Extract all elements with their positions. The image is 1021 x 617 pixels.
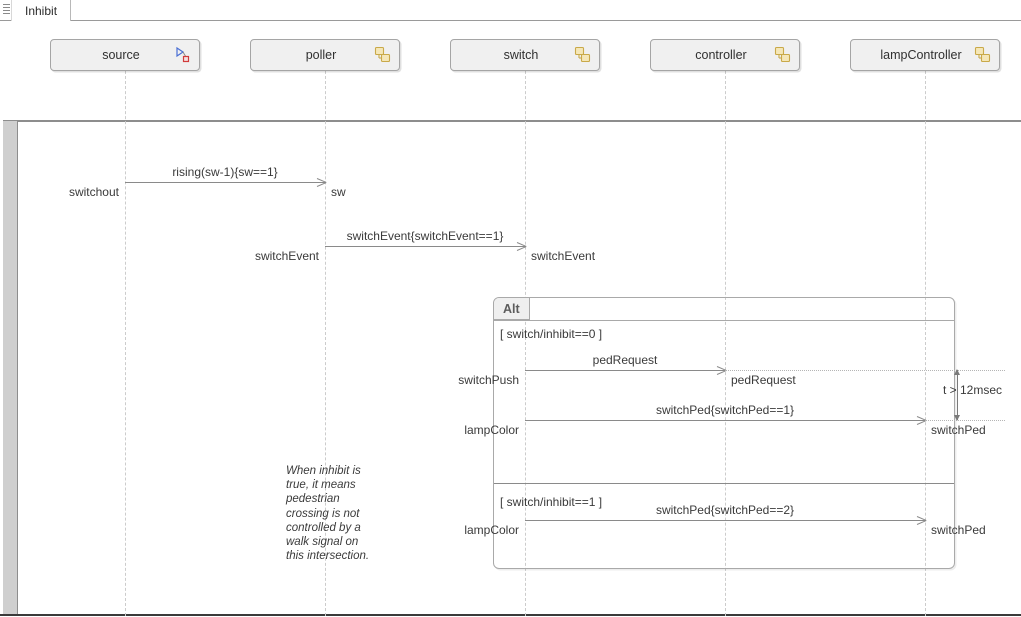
message-label-rising: rising(sw-1){sw==1} bbox=[172, 165, 278, 179]
event-port-icon bbox=[174, 46, 192, 64]
port-label-sw: sw bbox=[331, 185, 346, 199]
guard-condition-1: [ switch/inhibit==0 ] bbox=[500, 327, 603, 341]
tab-label: Inhibit bbox=[25, 3, 58, 18]
lifeline-name-lampcontroller: lampController bbox=[880, 48, 962, 62]
arrowhead-icon bbox=[317, 177, 326, 187]
duration-measure-line bbox=[953, 369, 960, 421]
fragment-header-rule bbox=[494, 320, 954, 321]
duration-constraint-label: t > 12msec bbox=[943, 383, 1003, 397]
left-gutter-bar bbox=[3, 121, 18, 614]
lifeline-name-controller: controller bbox=[695, 48, 747, 62]
drag-handle-icon[interactable] bbox=[3, 2, 11, 16]
combined-fragment-alt[interactable]: Alt bbox=[493, 297, 955, 569]
component-icon bbox=[374, 46, 392, 64]
canvas-bottom-rule bbox=[0, 614, 1021, 616]
fragment-operator-label-box: Alt bbox=[494, 298, 530, 320]
lifeline-head-source[interactable]: source bbox=[50, 39, 200, 71]
lifeline-head-poller[interactable]: poller bbox=[250, 39, 400, 71]
message-arrow-switchped-2[interactable] bbox=[525, 520, 925, 521]
duration-arrow-up-icon bbox=[953, 369, 960, 375]
duration-guide-top bbox=[725, 370, 1005, 371]
port-label-switchped-2: switchPed bbox=[931, 523, 986, 537]
port-label-pedrequest: pedRequest bbox=[731, 373, 796, 387]
port-label-switchpush: switchPush bbox=[458, 373, 519, 387]
message-label-switchped-1: switchPed{switchPed==1} bbox=[655, 403, 795, 417]
diagram-canvas[interactable]: source poller bbox=[0, 21, 1021, 617]
tab-inhibit[interactable]: Inhibit bbox=[11, 0, 72, 21]
message-arrow-switchped-1[interactable] bbox=[525, 420, 925, 421]
message-arrow-pedrequest[interactable] bbox=[525, 370, 725, 371]
port-label-switchped-1: switchPed bbox=[931, 423, 986, 437]
tab-bar-empty-area bbox=[84, 0, 1021, 21]
lifeline-head-lampcontroller[interactable]: lampController bbox=[850, 39, 1000, 71]
port-label-lampcolor-1: lampColor bbox=[464, 423, 519, 437]
lifeline-name-poller: poller bbox=[305, 48, 337, 62]
component-icon bbox=[774, 46, 792, 64]
duration-guide-bottom bbox=[925, 420, 1005, 421]
diagram-note: When inhibit is true, it means pedestria… bbox=[286, 465, 370, 563]
port-label-switchout: switchout bbox=[68, 185, 119, 199]
message-arrow-rising[interactable] bbox=[125, 182, 325, 183]
port-label-lampcolor-2: lampColor bbox=[464, 523, 519, 537]
message-label-switchped-2: switchPed{switchPed==2} bbox=[655, 503, 795, 517]
port-label-switchevent-target: switchEvent bbox=[531, 249, 596, 263]
port-label-switchevent-source: switchEvent bbox=[254, 249, 319, 263]
component-icon bbox=[974, 46, 992, 64]
lifeline-controller bbox=[725, 71, 726, 616]
arrowhead-icon bbox=[517, 241, 526, 251]
message-label-switchevent: switchEvent{switchEvent==1} bbox=[346, 229, 504, 243]
lifeline-name-source: source bbox=[102, 48, 140, 62]
lifeline-head-switch[interactable]: switch bbox=[450, 39, 600, 71]
guard-condition-2: [ switch/inhibit==1 ] bbox=[500, 495, 603, 509]
lifeline-source bbox=[125, 71, 126, 616]
arrowhead-icon bbox=[917, 515, 926, 525]
lifeline-poller bbox=[325, 71, 326, 616]
component-icon bbox=[574, 46, 592, 64]
lifeline-lampcontroller bbox=[925, 71, 926, 616]
tab-bar: Inhibit bbox=[0, 0, 1021, 21]
lifeline-switch bbox=[525, 71, 526, 616]
duration-arrow-down-icon bbox=[953, 415, 960, 421]
lifeline-name-switch: switch bbox=[503, 48, 539, 62]
message-label-pedrequest: pedRequest bbox=[592, 353, 658, 367]
fragment-operand-divider bbox=[494, 483, 954, 484]
lifeline-head-controller[interactable]: controller bbox=[650, 39, 800, 71]
fragment-operator-label: Alt bbox=[503, 301, 520, 316]
message-arrow-switchevent[interactable] bbox=[325, 246, 525, 247]
canvas-top-rule bbox=[3, 120, 1021, 122]
